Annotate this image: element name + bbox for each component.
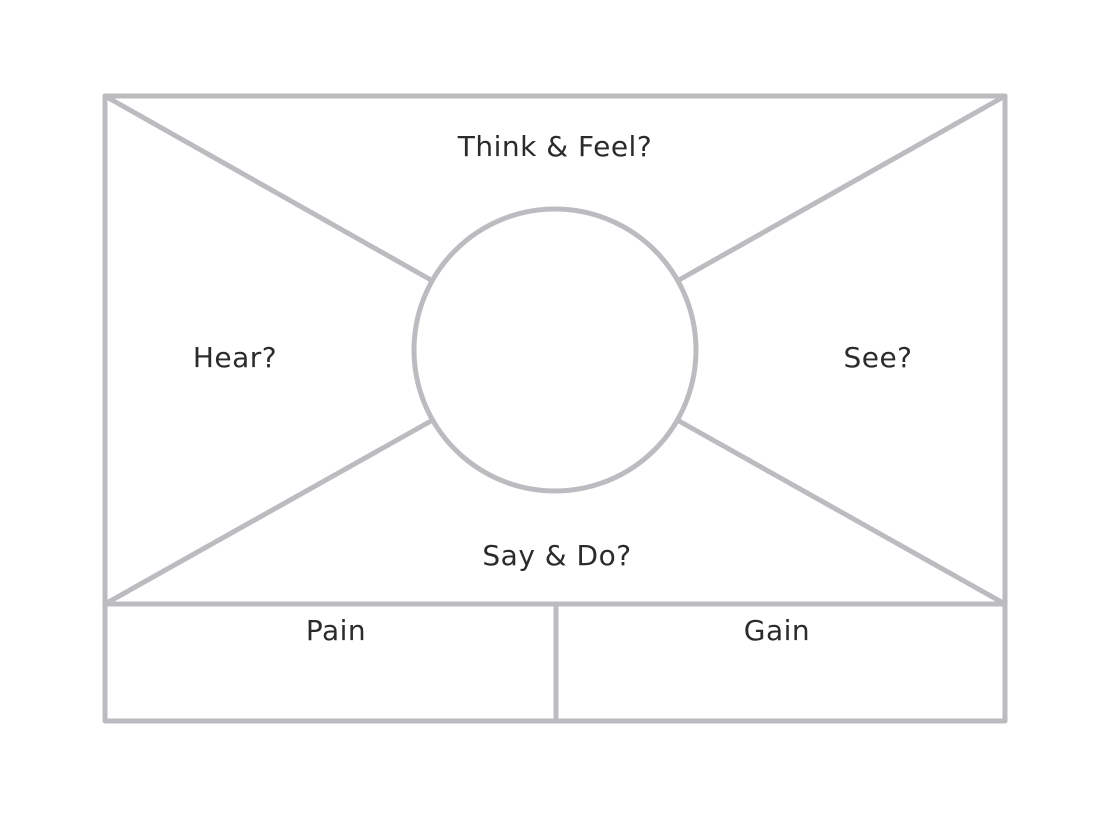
gain-label: Gain [744, 614, 810, 647]
diagonal-bottom-right [676, 418, 1008, 607]
pain-label: Pain [306, 614, 366, 647]
center-persona-circle [411, 206, 699, 494]
diagonal-bottom-left [102, 418, 434, 607]
think-feel-label: Think & Feel? [457, 130, 652, 163]
diagonal-top-right [676, 93, 1008, 283]
hear-label: Hear? [193, 341, 277, 374]
see-label: See? [843, 341, 912, 374]
diagonal-top-left [102, 93, 434, 283]
say-do-label: Say & Do? [482, 539, 631, 572]
